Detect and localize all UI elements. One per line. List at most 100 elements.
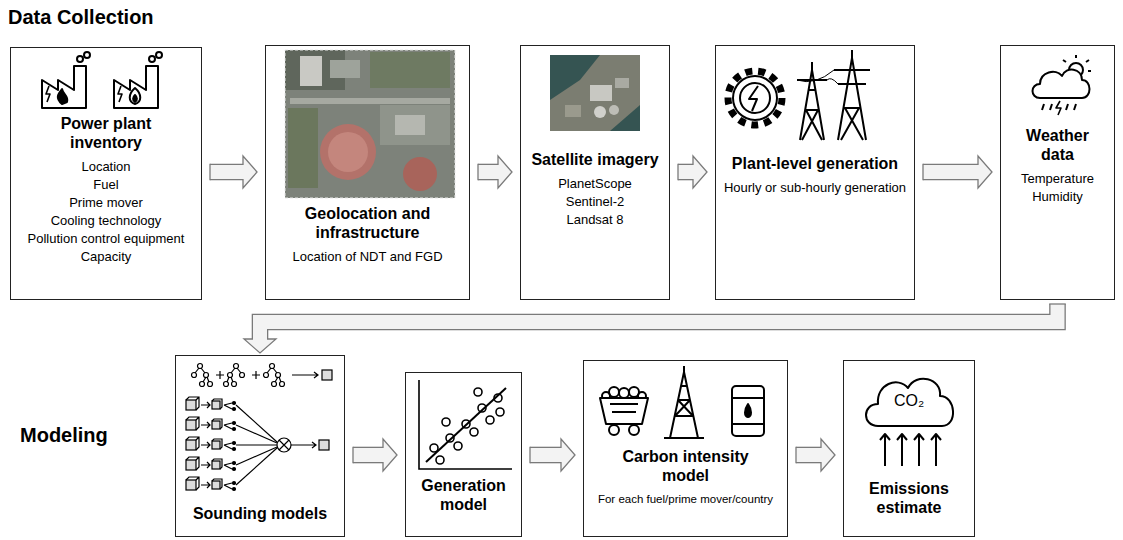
text-stack: Satellite imageryPlanetScopeSentinel-2La… xyxy=(527,150,663,229)
node-detail: Temperature xyxy=(1007,170,1108,188)
block-arrow xyxy=(530,439,575,471)
arrow-shaft xyxy=(260,304,1058,340)
text-stack: Emissions estimate xyxy=(850,479,968,523)
node-title: Emissions estimate xyxy=(850,479,968,517)
node-detail: Pollution control equipment xyxy=(17,230,195,248)
node-title: Geolocation and infrastructure xyxy=(278,204,458,242)
arrow-head-fill xyxy=(821,439,835,471)
arrow-tail xyxy=(529,447,530,464)
node-detail: Location xyxy=(17,158,195,176)
node-detail: Landsat 8 xyxy=(527,211,663,229)
arrow-tail xyxy=(1049,303,1066,304)
geolocation-box: Geolocation and infrastructureLocation o… xyxy=(265,45,470,300)
generation-model-box: Generation model xyxy=(405,372,522,537)
arrow-tail xyxy=(209,164,210,181)
arrow-shaft xyxy=(923,165,979,179)
arrow-head-fill xyxy=(561,439,575,471)
text-stack: Sounding models xyxy=(182,504,338,529)
arrow-head-fill xyxy=(978,156,992,188)
arrow-head-fill xyxy=(244,339,276,353)
text-stack: Carbon intensity modelFor each fuel/prim… xyxy=(590,447,781,508)
block-arrow xyxy=(796,439,835,471)
arrow-head-fill xyxy=(383,439,397,471)
arrow-head xyxy=(244,339,276,353)
scatter-chart-icon xyxy=(419,380,512,469)
model-ensemble-icon xyxy=(186,364,332,491)
arrow-shaft xyxy=(478,165,499,179)
text-stack: Plant-level generationHourly or sub-hour… xyxy=(722,154,908,197)
text-stack: Generation model xyxy=(412,476,515,520)
node-title: Generation model xyxy=(412,476,515,514)
arrow-tail xyxy=(477,164,478,181)
aerial-photo xyxy=(285,50,455,198)
weather-box: Weather dataTemperatureHumidity xyxy=(1000,45,1115,300)
arrow-shaft xyxy=(678,165,694,179)
node-detail: Location of NDT and FGD xyxy=(272,248,463,266)
node-detail: Prime mover xyxy=(17,194,195,212)
arrow-shaft xyxy=(530,448,562,462)
node-title: Carbon intensity model xyxy=(606,447,766,485)
block-arrow xyxy=(478,156,512,188)
arrow-shaft-outline xyxy=(210,164,244,181)
satellite-box: Satellite imageryPlanetScopeSentinel-2La… xyxy=(520,45,670,300)
node-title: Weather data xyxy=(1018,126,1098,164)
fuel-icons xyxy=(600,366,764,438)
node-title: Sounding models xyxy=(182,504,338,523)
weather-icon xyxy=(1033,55,1092,115)
inventory-box: Power plant inventoryLocationFuelPrime m… xyxy=(10,47,202,300)
arrow-shaft xyxy=(796,448,822,462)
arrow-shaft xyxy=(353,448,384,462)
node-detail: PlanetScope xyxy=(527,175,663,193)
node-detail: Fuel xyxy=(17,176,195,194)
block-arrow xyxy=(678,156,707,188)
arrow-tail xyxy=(677,164,678,181)
node-detail: Humidity xyxy=(1007,188,1108,206)
arrow-tail xyxy=(352,447,353,464)
arrow-head-fill xyxy=(693,156,707,188)
arrow-shaft xyxy=(210,165,244,179)
section-heading: Modeling xyxy=(20,424,108,447)
generation-data-box: Plant-level generationHourly or sub-hour… xyxy=(715,45,915,300)
node-detail: Cooling technology xyxy=(17,212,195,230)
arrow-head xyxy=(978,156,992,188)
arrow-head-fill xyxy=(243,156,257,188)
node-detail: Hourly or sub-hourly generation xyxy=(722,179,908,197)
satellite-photo xyxy=(550,55,640,131)
section-heading: Data Collection xyxy=(8,6,154,29)
text-stack: Weather dataTemperatureHumidity xyxy=(1007,126,1108,206)
block-arrow xyxy=(210,156,257,188)
factory-icon xyxy=(114,52,162,108)
arrow-shaft-outline xyxy=(478,164,499,181)
text-stack: Power plant inventoryLocationFuelPrime m… xyxy=(17,114,195,266)
arrow-shaft-outline xyxy=(678,164,694,181)
text-stack: Geolocation and infrastructureLocation o… xyxy=(272,204,463,266)
arrow-tail xyxy=(795,447,796,464)
arrow-head xyxy=(243,156,257,188)
arrow-head xyxy=(498,156,512,188)
block-arrow xyxy=(353,439,397,471)
arrow-head xyxy=(561,439,575,471)
factory-icon xyxy=(42,52,90,108)
arrow-head xyxy=(693,156,707,188)
arrow-shaft-outline xyxy=(260,304,1058,340)
arrow-shaft-outline xyxy=(796,447,822,464)
node-title: Plant-level generation xyxy=(722,154,908,173)
arrow-head-fill xyxy=(498,156,512,188)
node-detail: Sentinel-2 xyxy=(527,193,663,211)
chemical-formula: CO₂ xyxy=(870,392,948,410)
arrow-shaft-outline xyxy=(923,164,979,181)
generation-icon xyxy=(728,50,870,140)
arrow-head xyxy=(821,439,835,471)
arrow-shaft-outline xyxy=(530,447,562,464)
block-arrow xyxy=(923,156,992,188)
emissions-box: Emissions estimate xyxy=(843,360,975,537)
carbon-intensity-box: Carbon intensity modelFor each fuel/prim… xyxy=(583,360,788,537)
node-detail: Capacity xyxy=(17,248,195,266)
node-title: Power plant inventory xyxy=(41,114,171,152)
node-detail: For each fuel/prime mover/country xyxy=(590,491,781,508)
arrow-shaft-outline xyxy=(353,447,384,464)
arrow-tail xyxy=(922,164,923,181)
block-arrow xyxy=(244,304,1066,353)
